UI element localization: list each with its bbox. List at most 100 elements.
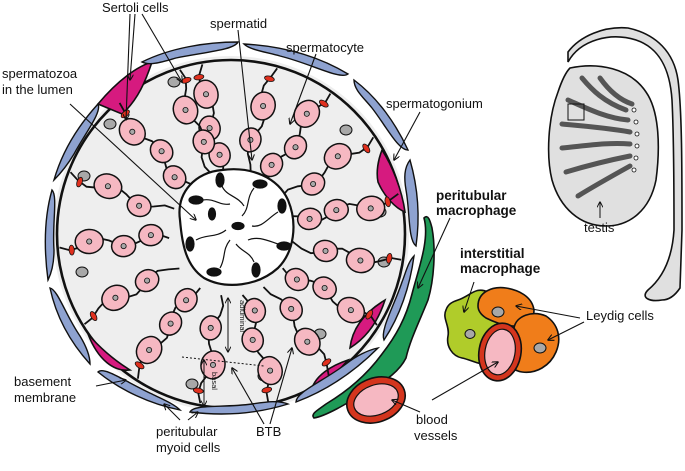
label-testis: testis — [584, 220, 615, 235]
germ-cell-nucleus — [322, 247, 329, 254]
germ-cell-nucleus — [367, 205, 374, 212]
label-basement-2: membrane — [14, 390, 76, 405]
arrow-btb-2 — [269, 348, 292, 425]
sperm-tail — [235, 243, 255, 263]
arrow-sertoli-2 — [141, 13, 182, 82]
germ-cell-nucleus — [182, 107, 189, 114]
sertoli-process — [197, 295, 225, 404]
tight-junction — [362, 143, 371, 154]
germ-cell-nucleus — [267, 367, 274, 374]
germ-cell-chains — [59, 64, 402, 404]
sertoli-process — [83, 267, 180, 325]
label-spermatozoa-2: in the lumen — [2, 82, 73, 97]
label-peritubular-macrophage-1: peritubular — [436, 188, 507, 203]
sertoli-process — [280, 136, 375, 199]
sertoli-process — [179, 69, 213, 176]
germ-cell-nucleus — [293, 276, 300, 283]
arrow-leydig-1 — [516, 306, 581, 319]
germ-cell-nucleus — [147, 232, 154, 239]
sertoli-process — [69, 171, 175, 210]
arrow-blood-2 — [431, 362, 498, 401]
tight-junction — [386, 252, 393, 264]
germ-cell-nucleus — [207, 324, 214, 331]
sperm-tail — [195, 229, 227, 241]
myoid-cell — [49, 287, 91, 366]
germ-cell-nucleus — [260, 103, 267, 110]
sperm-head — [206, 267, 222, 277]
arrow-spermatocyte — [290, 53, 317, 124]
tubule-inset-box — [567, 103, 585, 121]
germ-cell-nucleus — [249, 336, 256, 343]
tight-junction — [76, 176, 83, 188]
myoid-cell — [52, 102, 100, 183]
label-blood-1: blood — [416, 412, 448, 427]
germ-cell-nucleus — [304, 338, 311, 345]
spermatozoa — [185, 172, 292, 278]
sertoli-cell — [87, 333, 133, 371]
myoid-cell — [295, 346, 381, 404]
label-blood-2: vessels — [414, 428, 458, 443]
label-myoid-2: myoid cells — [156, 440, 221, 455]
germ-cell-nucleus — [129, 128, 136, 135]
adluminal-label: adluminal — [238, 300, 247, 332]
sperm-head — [207, 207, 217, 221]
sperm-head — [231, 221, 245, 231]
sertoli-process — [292, 240, 402, 265]
arrow-spermatozoa — [69, 103, 196, 220]
blood-vessel-right — [477, 322, 523, 382]
sperm-head — [188, 195, 204, 205]
germ-cell-nucleus — [112, 294, 119, 301]
germ-cell-nucleus — [171, 174, 178, 181]
germ-cell-nucleus — [146, 346, 153, 353]
germ-cell-nucleus — [136, 202, 143, 209]
tight-junction — [193, 74, 205, 81]
label-interstitial-macrophage-1: interstitial — [460, 246, 525, 261]
leydig-cells — [477, 286, 560, 374]
label-basement-1: basement — [14, 374, 71, 389]
sperm-head — [185, 236, 195, 252]
btb-dotted-line — [181, 356, 265, 367]
arrow-peritubular-mac — [418, 217, 451, 288]
label-leydig-cells: Leydig cells — [586, 308, 654, 323]
tight-junction — [134, 361, 145, 370]
germ-cell-nucleus — [200, 138, 207, 145]
epididymis — [567, 26, 683, 302]
nucleus — [491, 306, 505, 318]
germ-cell-nucleus — [158, 148, 165, 155]
sperm-tail — [221, 185, 245, 207]
myoid-cell — [382, 254, 415, 342]
myoid-cell — [140, 41, 240, 65]
germ-cell-nucleus — [209, 361, 216, 368]
sperm-tail — [219, 239, 231, 269]
myoid-cell — [404, 158, 419, 248]
germ-cell-nucleus — [144, 277, 151, 284]
nucleus — [185, 378, 199, 390]
tight-junction — [68, 244, 75, 256]
arrow-btb-1 — [232, 368, 265, 425]
germ-cell-nucleus — [303, 110, 310, 117]
sperm-head — [252, 179, 268, 189]
label-spermatocyte: spermatocyte — [286, 40, 364, 55]
germ-cell-nucleus — [292, 144, 299, 151]
arrow-blood-1 — [392, 400, 421, 413]
peritubular-myoid-cells — [44, 41, 419, 415]
germ-cell-nucleus — [306, 215, 313, 222]
germ-cell-nucleus — [120, 243, 127, 250]
myoid-cell — [96, 370, 183, 412]
sperm-tail — [251, 211, 279, 227]
myoid-cell — [188, 401, 291, 415]
germ-cell-nucleus — [321, 284, 328, 291]
arrow-basement — [95, 380, 126, 387]
nucleus — [167, 76, 181, 88]
germ-cell-nucleus — [251, 307, 258, 314]
myoid-cell — [353, 78, 410, 151]
germ-cell-nucleus — [347, 307, 354, 314]
label-btb: BTB — [256, 424, 281, 439]
nucleus — [464, 329, 476, 339]
germ-cell-nucleus — [288, 305, 295, 312]
label-spermatogonium: spermatogonium — [386, 96, 483, 111]
blood-vessel-left — [346, 376, 406, 424]
arrow-spermatid — [237, 29, 252, 160]
sperm-head — [277, 198, 287, 214]
